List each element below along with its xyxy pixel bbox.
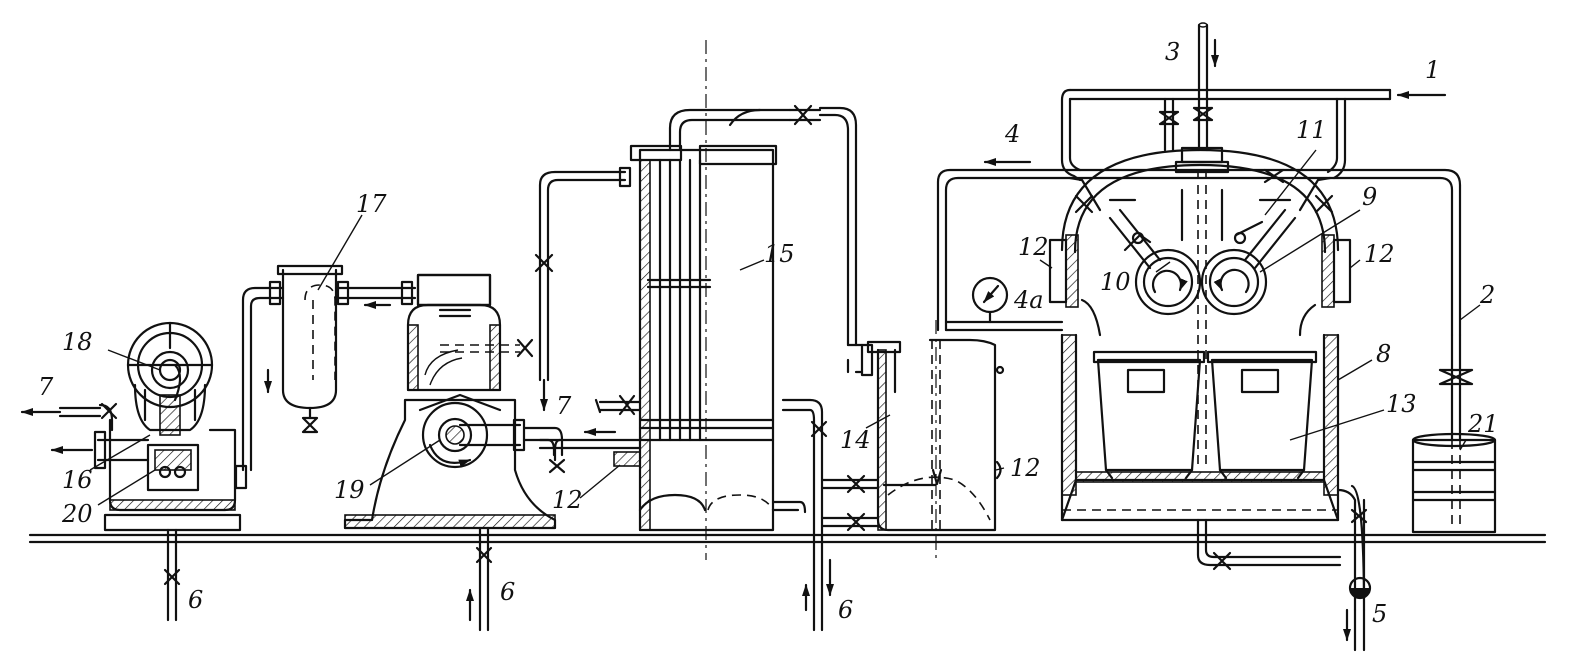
valve-icon (1350, 508, 1368, 524)
label-12-separator: 12 (1010, 454, 1041, 482)
label-1: 1 (1425, 56, 1440, 84)
valve-icon (846, 474, 866, 494)
valve-icon (301, 416, 319, 434)
roller-levers (1123, 220, 1264, 252)
valve-icon (534, 253, 554, 273)
label-20: 20 (61, 500, 93, 528)
exchanger-top-pipe (668, 104, 822, 152)
label-6-right: 6 (838, 596, 853, 624)
label-12-autoclave-right: 12 (1364, 240, 1395, 268)
exchanger-side-pipe (534, 166, 632, 412)
label-14: 14 (840, 426, 871, 454)
filter-housing (276, 264, 344, 434)
label-2: 2 (1479, 281, 1495, 309)
label-4a: 4a (1013, 286, 1044, 314)
valve-icon (1158, 110, 1180, 126)
floor-line (28, 533, 1547, 544)
leader-lines (89, 149, 1481, 506)
label-6-middle: 6 (500, 578, 515, 606)
valve-icon (618, 394, 636, 416)
label-8: 8 (1376, 340, 1391, 368)
label-12-autoclave-left: 12 (1018, 233, 1049, 261)
label-11: 11 (1296, 116, 1327, 144)
container-right (1206, 350, 1318, 480)
label-17: 17 (356, 190, 387, 218)
compressor-bottom-inlet (163, 528, 181, 622)
autoclave-vessel (1048, 148, 1352, 522)
valve-icon (1192, 106, 1214, 122)
label-15: 15 (764, 240, 795, 268)
separator-tank (860, 320, 1005, 560)
label-5: 5 (1372, 600, 1387, 628)
valve-icon (1438, 368, 1474, 386)
valve-icon (516, 338, 534, 358)
exchanger-outlet-pipe (538, 394, 642, 474)
valve-icon (1314, 194, 1334, 214)
valve-icon (475, 546, 493, 564)
drive-roller-left (1134, 248, 1202, 316)
drive-roller-right (1200, 248, 1268, 316)
bottom-drain-pipe (1196, 484, 1372, 652)
valve-icon (548, 458, 566, 474)
valve-icon (1074, 194, 1094, 214)
valve-icon (793, 104, 813, 126)
label-12-exchanger: 12 (552, 486, 583, 514)
label-9: 9 (1362, 183, 1377, 211)
coolant-pipe-right (781, 398, 880, 632)
collection-drum (1411, 432, 1497, 534)
compressor-outlets (20, 402, 150, 470)
label-16: 16 (62, 466, 93, 494)
valve-icon (810, 420, 828, 438)
label-18: 18 (62, 328, 93, 356)
filter-to-compressor-pipe (234, 280, 285, 490)
label-13: 13 (1386, 390, 1417, 418)
heat-exchanger (629, 40, 807, 560)
label-7-middle: 7 (556, 392, 572, 420)
label-4: 4 (1004, 120, 1020, 148)
label-3: 3 (1165, 38, 1180, 66)
label-7-left: 7 (38, 373, 54, 401)
valve-icon (163, 568, 181, 586)
separator-inlet-pipe (818, 106, 864, 374)
callout-labels: 1 2 3 4 4a 5 6 6 6 7 7 8 9 10 11 12 12 1… (38, 38, 1499, 628)
label-21: 21 (1467, 410, 1499, 438)
label-6-left: 6 (188, 586, 203, 614)
valve-icon (846, 512, 866, 532)
water-inlet-pipe (1158, 22, 1219, 152)
label-19: 19 (334, 476, 365, 504)
valve-icon (1212, 551, 1232, 571)
vacuum-pump (343, 273, 564, 530)
vacuum-compressor (103, 321, 242, 532)
filter-to-pump-pipe (334, 273, 492, 309)
steam-header-pipe (1060, 88, 1447, 182)
valve-icon (100, 402, 118, 420)
pressure-gauge (944, 276, 1064, 332)
pump-bottom-inlet (466, 526, 493, 632)
autoclave-top-fittings (1068, 146, 1334, 270)
valve-icon (1263, 168, 1285, 184)
label-10: 10 (1100, 268, 1131, 296)
container-left (1092, 350, 1206, 480)
